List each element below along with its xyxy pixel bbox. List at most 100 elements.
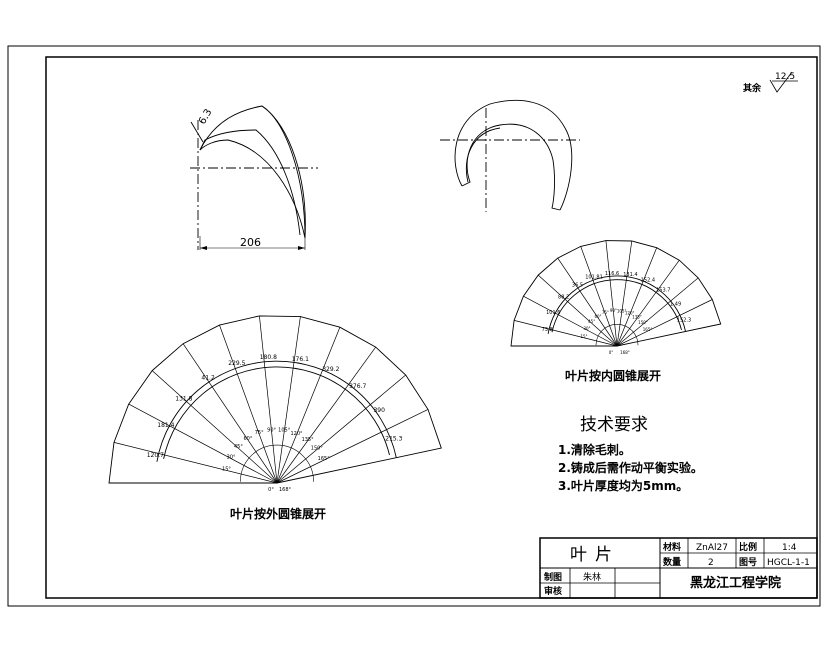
fan-radial-line <box>580 246 618 347</box>
fan-radial-line <box>616 299 713 347</box>
blade-side-view <box>440 99 580 212</box>
angle-label: 45° <box>234 444 243 450</box>
requirement-item: 2.铸成后需作动平衡实验。 <box>558 460 703 475</box>
fan-radial-line <box>276 374 406 484</box>
fan-radial-line <box>616 259 680 347</box>
fan-radial-line <box>557 257 618 347</box>
fan-radial-line <box>616 277 699 347</box>
fan-radial-line <box>605 240 618 347</box>
chord-length-label: 176.1 <box>292 356 309 363</box>
blade-front-view <box>190 105 318 250</box>
chord-length-label: 120.7 <box>147 452 164 459</box>
quantity-label: 数量 <box>663 556 681 568</box>
scale-value: 1:4 <box>782 543 797 553</box>
chamfer-dimension: 6.3 <box>197 107 214 126</box>
quantity-value: 2 <box>708 558 714 568</box>
fan-radial-line <box>113 442 278 484</box>
chord-length-label: 131.8 <box>175 395 192 402</box>
base-angle-label: 0° <box>609 350 614 355</box>
chord-length-label: 101.81 <box>585 274 603 280</box>
chord-length-label: 390 <box>373 407 385 414</box>
requirements-title: 技术要求 <box>580 415 648 435</box>
development-arc-inner <box>163 366 390 459</box>
technical-requirements: 技术要求 1.清除毛刺。 2.铸成后需作动平衡实验。 3.叶片厚度均为5mm。 <box>558 415 703 493</box>
chord-length-label: 1.49 <box>670 301 681 307</box>
angle-label: 105° <box>278 428 291 434</box>
width-dimension: 206 <box>240 236 261 249</box>
base-angle-label: 0° <box>268 487 274 493</box>
angle-label: 120° <box>290 431 303 437</box>
fan-radial-line <box>537 274 618 347</box>
fan-radial-line <box>276 409 429 484</box>
angle-label: 135° <box>632 315 642 320</box>
angle-arc <box>595 324 639 346</box>
chord-length-label: 376.7 <box>349 383 366 390</box>
inner-development-caption: 叶片按内圆锥展开 <box>565 368 661 383</box>
chord-length-label: 215.3 <box>385 435 402 442</box>
chord-length-label: 73.8 <box>542 327 553 333</box>
chord-length-label: 152.4 <box>641 278 655 284</box>
roughness-label: 其余 <box>743 82 762 94</box>
angle-label: 30° <box>583 326 590 331</box>
angle-arc <box>240 444 314 482</box>
angle-label: 15° <box>580 334 587 339</box>
requirement-item: 1.清除毛刺。 <box>558 442 631 457</box>
angle-label: 135° <box>302 437 315 443</box>
chord-length-label: 101.6 <box>546 310 560 316</box>
requirement-item: 3.叶片厚度均为5mm。 <box>558 478 688 493</box>
chord-length-label: 181.4 <box>157 422 174 429</box>
chord-length-label: 36.5 <box>572 283 583 289</box>
angle-label: 165° <box>318 456 331 462</box>
chord-length-label: 153.7 <box>656 288 670 294</box>
fan-radial-line <box>514 320 618 347</box>
angle-label: 30° <box>227 455 236 461</box>
fan-radial-line <box>616 247 658 347</box>
angle-label: 120° <box>625 311 635 316</box>
chord-length-label: 41.2 <box>201 374 215 381</box>
angle-label: 60° <box>594 314 601 319</box>
material-value: ZnAl27 <box>696 543 728 553</box>
angle-label: 150° <box>638 320 648 325</box>
angle-label: 15° <box>222 466 231 472</box>
chord-length-label: 152.3 <box>677 318 691 324</box>
fan-radial-line <box>128 403 278 484</box>
drawing-number-value: HGCL-1-1 <box>767 558 810 568</box>
fan-radial-line <box>259 315 278 484</box>
outer-development-caption: 叶片按外圆锥展开 <box>230 506 326 521</box>
base-angle-label: 168° <box>279 487 292 493</box>
angle-label: 60° <box>243 436 252 442</box>
fan-radial-line <box>276 327 341 484</box>
scale-label: 比例 <box>739 541 757 553</box>
fan-radial-line <box>219 324 278 484</box>
angle-label: 45° <box>588 319 595 324</box>
base-angle-label: 168° <box>620 350 630 355</box>
fan-radial-line <box>523 295 618 347</box>
chord-length-label: 131.4 <box>623 272 637 278</box>
fan-radial-line <box>276 346 376 484</box>
angle-label: 165° <box>643 327 653 332</box>
school-name: 黑龙江工程学院 <box>690 575 781 591</box>
title-block <box>539 537 818 599</box>
angle-label: 75° <box>255 430 264 436</box>
fan-radial-line <box>151 370 278 484</box>
material-label: 材料 <box>662 541 681 553</box>
development-arc-inner <box>551 279 682 333</box>
chord-length-label: 116.6 <box>605 271 619 277</box>
part-name: 叶片 <box>570 545 620 565</box>
angle-label: 90° <box>610 308 617 313</box>
fan-radial-line <box>182 343 278 484</box>
angle-label: 105° <box>617 308 627 313</box>
surface-roughness-symbol: 其余 12.5 <box>743 71 798 94</box>
chord-length-label: 329.2 <box>322 366 339 373</box>
angle-label: 150° <box>311 446 324 452</box>
angle-label: 90° <box>267 427 276 433</box>
drawing-number-label: 图号 <box>739 557 757 568</box>
drawing-frame <box>45 56 818 599</box>
sheet-border <box>7 45 821 607</box>
chord-length-label: 180.8 <box>260 354 277 361</box>
drawn-by-value: 朱林 <box>583 571 601 583</box>
development-arc <box>156 360 397 462</box>
